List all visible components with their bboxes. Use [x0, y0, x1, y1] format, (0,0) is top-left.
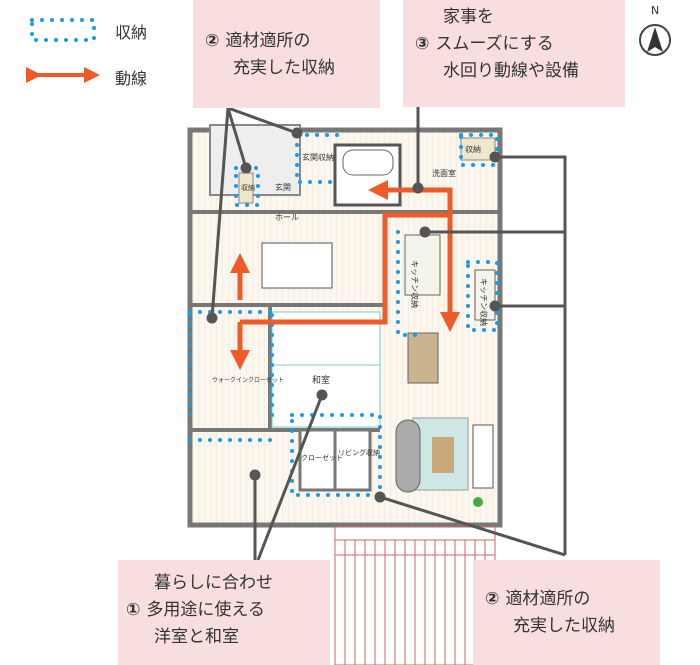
compass-label: N	[651, 4, 660, 17]
room-washitsu: 和室	[312, 374, 330, 386]
room-washroom: 洗面室	[432, 168, 456, 178]
room-kitchen-storage-b: キッチン収納	[479, 278, 489, 326]
room-living-storage: リビング収納	[338, 448, 380, 457]
room-entrance: 玄関	[275, 182, 291, 192]
room-storage-a: 収納	[465, 144, 481, 154]
room-storage-b: 収納	[241, 183, 255, 192]
room-walkin-closet: ウォークインクローゼット	[212, 376, 284, 384]
legend-flow-label: 動線	[115, 69, 148, 88]
north-compass-icon	[639, 24, 671, 56]
deck	[334, 526, 496, 665]
room-hall: ホール	[275, 213, 299, 222]
leader-lines	[206, 106, 567, 561]
legend-storage-swatch	[30, 18, 96, 42]
room-entrance-storage: 玄関収納	[302, 152, 334, 162]
room-kitchen-storage-a: キッチン収納	[410, 260, 420, 308]
legend-storage-label: 収納	[115, 23, 148, 42]
room-closet: クローゼット	[301, 453, 343, 462]
